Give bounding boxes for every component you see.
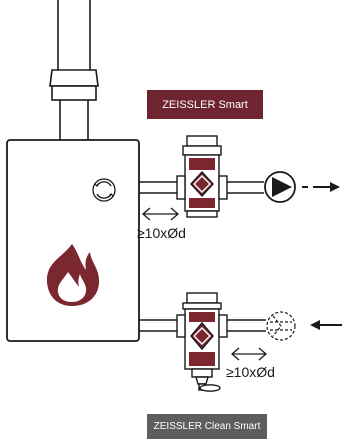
distance-arrow-bottom (231, 347, 267, 361)
boiler-body (6, 139, 140, 342)
separator-top (176, 135, 228, 218)
boiler-circle-icon (92, 178, 116, 202)
distance-label-bottom: ≥10xØd (226, 364, 275, 380)
distance-arrow-top (142, 207, 179, 221)
flow-pipe (139, 181, 264, 194)
separator-top-label: ZEISSLER Smart (147, 90, 263, 119)
separator-bottom (176, 292, 228, 392)
flow-direction-arrow-right (302, 182, 340, 192)
flue-pipe (49, 0, 99, 140)
flame-icon (46, 244, 100, 306)
dashed-pump-icon (266, 311, 296, 341)
separator-bottom-label: ZEISSLER Clean Smart (147, 414, 267, 439)
distance-label-top: ≥10xØd (137, 225, 186, 241)
return-pipe (139, 319, 266, 332)
flow-direction-arrow-left (310, 320, 342, 330)
pump-icon (264, 171, 296, 203)
